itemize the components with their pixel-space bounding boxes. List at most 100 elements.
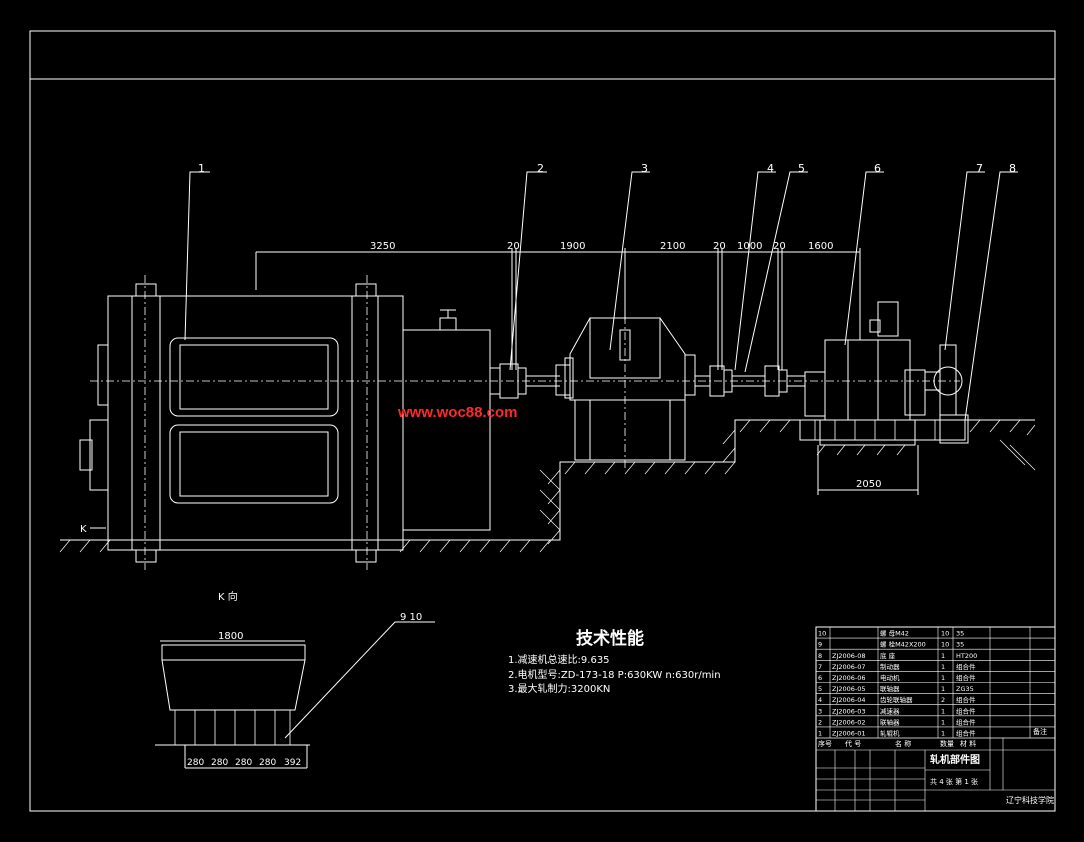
bom-cell-no: 6 bbox=[818, 674, 822, 682]
bom-cell-qty: 1 bbox=[941, 707, 945, 715]
part-number-2: 2 bbox=[537, 162, 544, 175]
bom-cell-name: 电动机 bbox=[880, 673, 900, 682]
part-number-8: 8 bbox=[1009, 162, 1016, 175]
part-number-3: 3 bbox=[641, 162, 648, 175]
bom-cell-qty: 1 bbox=[941, 730, 945, 738]
tech-title: 技术性能 bbox=[576, 628, 644, 649]
bom-cell-code: ZJ2006-01 bbox=[832, 730, 866, 738]
bom-header-qty: 数量 bbox=[940, 739, 954, 748]
bom-cell-no: 2 bbox=[818, 718, 822, 726]
bom-cell-qty: 10 bbox=[941, 641, 949, 649]
bom-cell-qty: 2 bbox=[941, 696, 945, 704]
bom-cell-name: 制动器 bbox=[880, 662, 900, 671]
bom-cell-code: ZJ2006-02 bbox=[832, 718, 866, 726]
bom-cell-name: 轧辊机 bbox=[880, 729, 900, 738]
part-number-4: 4 bbox=[767, 162, 774, 175]
k-spacing-2: 280 bbox=[211, 758, 228, 768]
bom-cell-mat: 组合件 bbox=[956, 695, 976, 704]
bom-cell-mat: 组合件 bbox=[956, 662, 976, 671]
k-view-title: K 向 bbox=[218, 590, 238, 603]
bom-cell-no: 9 bbox=[818, 641, 822, 649]
dim-2050: 2050 bbox=[856, 479, 881, 490]
k-view-leader-label: 9 10 bbox=[400, 612, 422, 623]
motor-6 bbox=[804, 301, 926, 421]
bom-cell-name: 齿轮联轴器 bbox=[880, 695, 913, 704]
bom-cell-mat: 35 bbox=[956, 630, 964, 638]
bom-cell-code: ZJ2006-05 bbox=[832, 685, 866, 693]
bom-cell-no: 7 bbox=[818, 663, 822, 671]
k-spacing-4: 280 bbox=[259, 758, 276, 768]
k-view-width: 1800 bbox=[218, 631, 243, 642]
bom-cell-name: 螺 母M42 bbox=[880, 629, 909, 638]
bom-cell-mat: 组合件 bbox=[956, 729, 976, 738]
bom-cell-qty: 1 bbox=[941, 718, 945, 726]
bom-cell-no: 10 bbox=[818, 630, 826, 638]
top-dimension-line bbox=[255, 248, 861, 370]
bom-cell-code: ZJ2006-04 bbox=[832, 696, 866, 704]
coupling-4-5 bbox=[695, 365, 805, 397]
bom-cell-mat: 组合件 bbox=[956, 706, 976, 715]
reducer-3 bbox=[555, 300, 696, 470]
bom-cell-qty: 1 bbox=[941, 674, 945, 682]
part-number-1: 1 bbox=[198, 162, 205, 175]
k-spacing-3: 280 bbox=[235, 758, 252, 768]
bom-cell-mat: ZG35 bbox=[956, 685, 974, 693]
bom-header-no: 序号 bbox=[818, 739, 832, 748]
bom-cell-name: 联轴器 bbox=[880, 717, 900, 726]
tech-line-1: 1.减速机总速比:9.635 bbox=[508, 653, 610, 666]
part-number-6: 6 bbox=[874, 162, 881, 175]
part-number-7: 7 bbox=[976, 162, 983, 175]
dim-20-a: 20 bbox=[507, 241, 520, 252]
bom-cell-name: 底 座 bbox=[880, 651, 896, 660]
bom-cell-code: ZJ2006-07 bbox=[832, 663, 866, 671]
dim-2100: 2100 bbox=[660, 241, 685, 252]
tech-line-2: 2.电机型号:ZD-173-18 P:630KW n:630r/min bbox=[508, 668, 721, 681]
view-k-marker: K bbox=[80, 524, 87, 535]
bom-cell-qty: 1 bbox=[941, 685, 945, 693]
coupling-2 bbox=[489, 363, 560, 399]
bom-cell-no: 4 bbox=[818, 696, 822, 704]
dim-1000: 1000 bbox=[737, 241, 762, 252]
brake-7 bbox=[924, 344, 963, 416]
dim-20-b: 20 bbox=[713, 241, 726, 252]
bom-cell-code: ZJ2006-03 bbox=[832, 707, 866, 715]
bom-cell-no: 3 bbox=[818, 707, 822, 715]
part-leaders bbox=[184, 171, 1018, 421]
bom-cell-name: 减速器 bbox=[880, 706, 900, 715]
dim-3250: 3250 bbox=[370, 241, 395, 252]
bom-cell-mat: HT200 bbox=[956, 652, 977, 660]
title-block-school: 辽宁科技学院 bbox=[1006, 795, 1054, 805]
bom-cell-mat: 组合件 bbox=[956, 717, 976, 726]
bom-header-note: 备注 bbox=[1033, 727, 1047, 736]
dim-20-c: 20 bbox=[773, 241, 786, 252]
bom-cell-code: ZJ2006-06 bbox=[832, 674, 866, 682]
bom-cell-qty: 10 bbox=[941, 630, 949, 638]
tech-line-3: 3.最大轧制力:3200KN bbox=[508, 682, 610, 695]
bom-header-mat: 材 料 bbox=[960, 739, 976, 748]
bom-cell-mat: 组合件 bbox=[956, 673, 976, 682]
bom-cell-name: 螺 栓M42X200 bbox=[880, 640, 926, 649]
bom-cell-name: 联轴器 bbox=[880, 684, 900, 693]
watermark-url: www.woc88.com bbox=[397, 404, 517, 421]
bom-header-name: 名 称 bbox=[895, 739, 911, 748]
bom-table bbox=[815, 626, 1056, 812]
bom-cell-no: 1 bbox=[818, 730, 822, 738]
ground-hatch bbox=[60, 419, 1035, 541]
bom-cell-mat: 35 bbox=[956, 641, 964, 649]
bom-cell-no: 8 bbox=[818, 652, 822, 660]
bom-cell-no: 5 bbox=[818, 685, 822, 693]
drawing-border bbox=[29, 30, 1056, 812]
bom-cell-qty: 1 bbox=[941, 652, 945, 660]
rolling-mill bbox=[79, 283, 491, 563]
k-spacing-5: 392 bbox=[284, 758, 301, 768]
k-view bbox=[155, 621, 435, 769]
k-spacing-1: 280 bbox=[187, 758, 204, 768]
bom-cell-code: ZJ2006-08 bbox=[832, 652, 866, 660]
dim-1600: 1600 bbox=[808, 241, 833, 252]
bom-header-code: 代 号 bbox=[845, 739, 861, 748]
bom-cell-qty: 1 bbox=[941, 663, 945, 671]
title-block-sheet: 共 4 张 第 1 张 bbox=[930, 777, 978, 786]
part-number-5: 5 bbox=[798, 162, 805, 175]
title-block-name: 轧机部件图 bbox=[930, 753, 980, 766]
